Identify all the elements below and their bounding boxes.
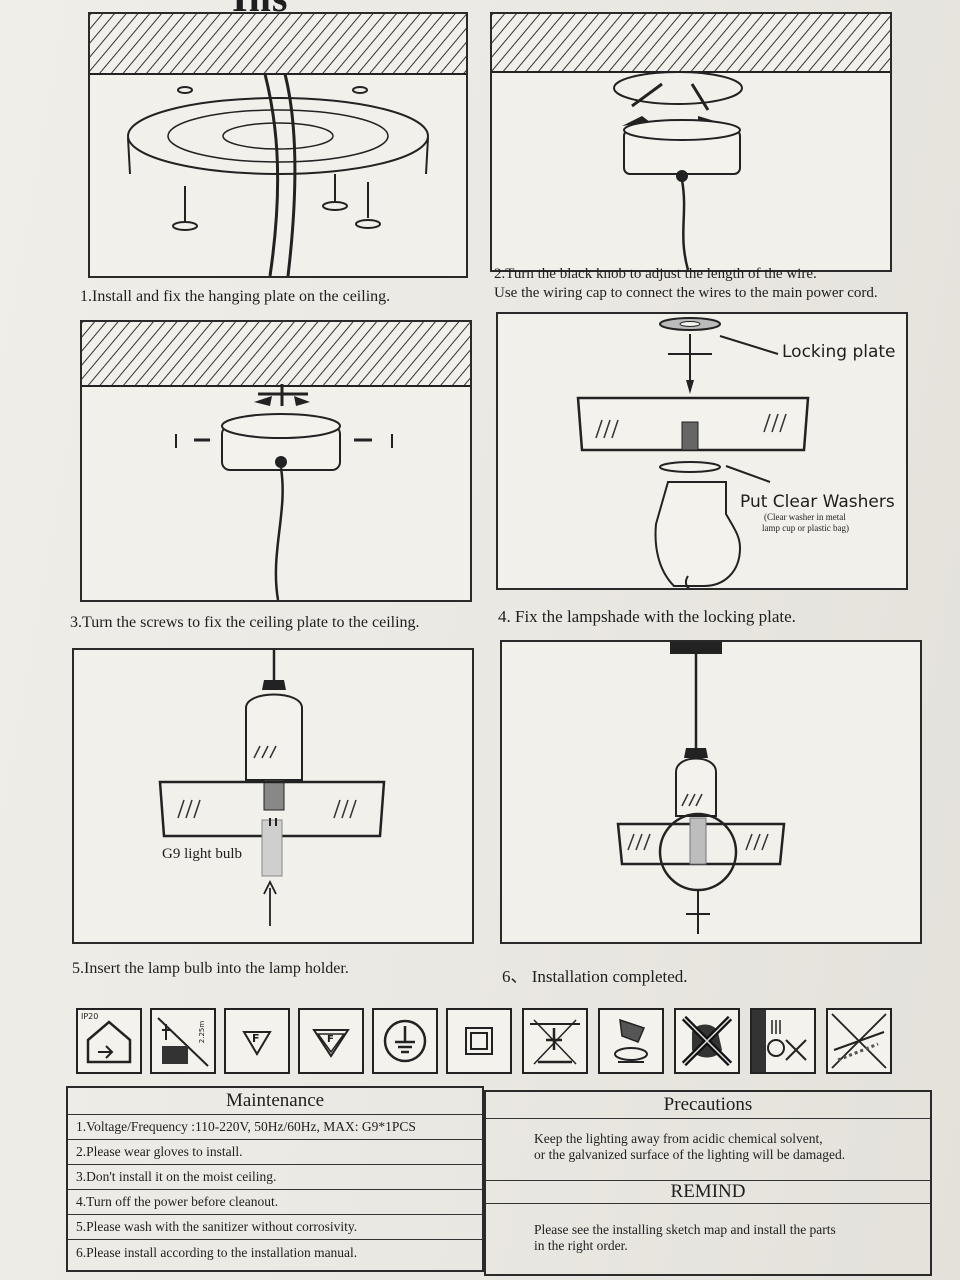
remind-text: Please see the installing sketch map and… — [486, 1204, 930, 1270]
precautions-table: Precautions Keep the lighting away from … — [484, 1090, 932, 1276]
wire-adjust-illustration — [492, 14, 890, 270]
remind-title: REMIND — [670, 1181, 746, 1202]
maintenance-row-3: 3.Don't install it on the moist ceiling. — [68, 1164, 482, 1189]
step6-caption: 6、 Installation completed. — [502, 967, 688, 986]
no-sloped-ceiling-icon — [826, 1008, 892, 1074]
earth-ground-icon — [372, 1008, 438, 1074]
step1-diagram — [88, 12, 468, 278]
step5-caption: 5.Insert the lamp bulb into the lamp hol… — [72, 960, 349, 977]
clear-washers-label: Put Clear Washers — [740, 492, 895, 512]
precautions-line2: or the galvanized surface of the lightin… — [534, 1147, 846, 1162]
wear-gloves-icon — [598, 1008, 664, 1074]
step2-diagram — [490, 12, 892, 272]
maintenance-row-6: 6.Please install according to the instal… — [68, 1239, 482, 1266]
bathroom-zone-label: 2.25m — [197, 1020, 206, 1044]
ff-mark-letter: F — [327, 1034, 334, 1045]
maintenance-row-4: 4.Turn off the power before cleanout. — [68, 1189, 482, 1214]
clear-washers-note1: (Clear washer in metal — [764, 512, 846, 522]
step6-diagram — [500, 640, 922, 944]
precautions-title: Precautions — [663, 1094, 753, 1115]
g9-bulb-label: G9 light bulb — [162, 846, 243, 862]
no-wet-hands-icon — [674, 1008, 740, 1074]
completed-lamp-illustration — [616, 642, 786, 934]
bulb-insert-illustration — [158, 650, 386, 926]
step3-diagram — [80, 320, 472, 602]
maintenance-title: Maintenance — [225, 1090, 325, 1111]
step3-caption: 3.Turn the screws to fix the ceiling pla… — [70, 614, 420, 631]
maintenance-row-5: 5.Please wash with the sanitizer without… — [68, 1214, 482, 1239]
maintenance-row-1: 1.Voltage/Frequency :110-220V, 50Hz/60Hz… — [68, 1114, 482, 1139]
class-ii-insulation-icon — [446, 1008, 512, 1074]
no-dimmer-icon — [750, 1008, 816, 1074]
no-overhead-install-icon — [522, 1008, 588, 1074]
ceiling-plate-fix-illustration — [82, 322, 470, 600]
step5-diagram: G9 light bulb — [72, 648, 474, 944]
precautions-line1: Keep the lighting away from acidic chemi… — [534, 1131, 823, 1146]
ip20-rating-icon: IP20 — [76, 1008, 142, 1074]
lampshade-lock-illustration — [576, 317, 810, 588]
precautions-text: Keep the lighting away from acidic chemi… — [486, 1118, 930, 1180]
step4-caption: 4. Fix the lampshade with the locking pl… — [498, 607, 796, 626]
remind-header: REMIND — [486, 1180, 930, 1204]
locking-plate-label: Locking plate — [782, 342, 896, 362]
step4-diagram: Locking plate Put Clear Washers (Clear w… — [496, 312, 908, 590]
ff-mark-icon: F — [298, 1008, 364, 1074]
clear-washers-note2: lamp cup or plastic bag) — [762, 523, 849, 533]
f-mark-letter: F — [252, 1032, 260, 1045]
remind-line1: Please see the installing sketch map and… — [534, 1222, 836, 1237]
step1-caption: 1.Install and fix the hanging plate on t… — [80, 288, 391, 305]
maintenance-table: Maintenance 1.Voltage/Frequency :110-220… — [66, 1086, 484, 1272]
maintenance-row-2: 2.Please wear gloves to install. — [68, 1139, 482, 1164]
ceiling-plate-illustration — [90, 14, 466, 276]
f-mark-icon: F — [224, 1008, 290, 1074]
step2-caption-line2: Use the wiring cap to connect the wires … — [494, 285, 878, 301]
remind-line2: in the right order. — [534, 1238, 628, 1253]
bathroom-zone-icon: 2.25m — [150, 1008, 216, 1074]
ip20-label: IP20 — [81, 1012, 99, 1021]
step2-caption-line1: 2.Turn the black knob to adjust the leng… — [494, 266, 817, 282]
